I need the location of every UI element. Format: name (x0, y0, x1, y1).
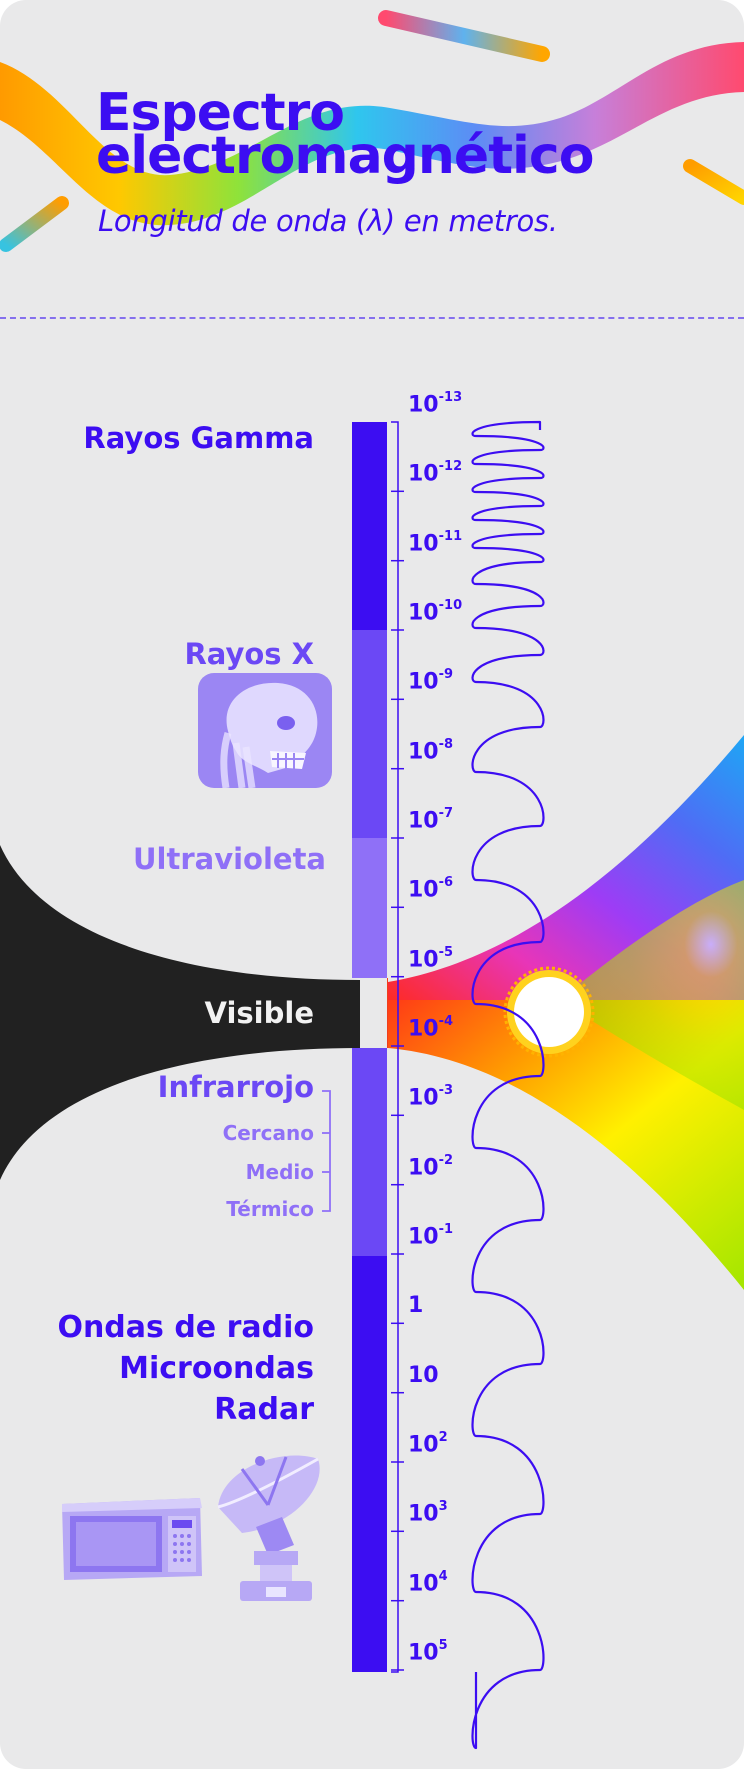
tick-label: 105 (408, 1638, 448, 1666)
label-ir-mid: Medio (245, 1160, 314, 1184)
band-xray (352, 630, 387, 838)
tick-label: 10-5 (408, 944, 454, 973)
label-gamma: Rayos Gamma (83, 421, 314, 455)
label-radar: Radar (214, 1392, 314, 1427)
band-gamma (352, 422, 387, 630)
microwave-icon (62, 1498, 202, 1580)
tick-label: 104 (408, 1568, 448, 1597)
label-xray: Rayos X (184, 637, 314, 671)
tick-label: 103 (408, 1499, 448, 1527)
tick-label: 10-1 (408, 1222, 454, 1250)
tick-label: 10-6 (408, 875, 454, 903)
tick-label: 1 (408, 1293, 424, 1319)
label-ultraviolet: Ultravioleta (132, 842, 326, 876)
wavelength-wave (471, 420, 545, 1750)
skull-xray-icon (198, 673, 332, 788)
band-uv (352, 838, 387, 978)
tick-label: 10-13 (408, 390, 463, 418)
tick-label: 10 (408, 1362, 439, 1388)
scale-axis (391, 421, 404, 1673)
tick-label: 10-2 (408, 1152, 454, 1181)
tick-label: 10-9 (408, 667, 454, 695)
page-title: Espectro electromagnético (96, 83, 594, 186)
satellite-dish-icon (217, 1455, 320, 1601)
tick-label: 10-4 (408, 1014, 454, 1042)
tick-label: 10-7 (408, 806, 454, 834)
label-ir-near: Cercano (222, 1121, 314, 1145)
tick-label: 10-10 (408, 598, 463, 626)
label-microwaves: Microondas (119, 1351, 314, 1386)
label-infrared: Infrarrojo (157, 1070, 314, 1104)
tick-label: 10-8 (408, 736, 454, 765)
page-subtitle: Longitud de onda (λ) en metros. (98, 204, 558, 238)
dashed-divider (0, 317, 744, 319)
label-radio-waves: Ondas de radio (57, 1310, 314, 1345)
label-ir-thermal: Térmico (226, 1197, 314, 1221)
axis-line (391, 421, 399, 1673)
tick-label: 10-3 (408, 1083, 454, 1111)
band-visible (387, 978, 388, 1048)
tick-label: 10-12 (408, 459, 463, 487)
infrared-bracket (322, 1090, 331, 1212)
tick-label: 102 (408, 1430, 448, 1458)
band-ir (352, 1048, 387, 1256)
band-radio (352, 1256, 387, 1672)
label-visible: Visible (204, 996, 314, 1030)
tick-label: 10-11 (408, 528, 463, 557)
